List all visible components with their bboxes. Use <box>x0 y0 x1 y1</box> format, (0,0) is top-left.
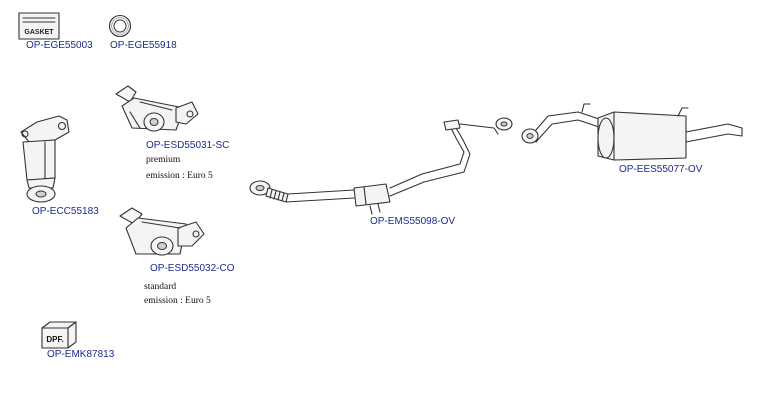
dpf-standard-emission: emission : Euro 5 <box>144 296 211 306</box>
dpf-premium-emission: emission : Euro 5 <box>146 171 213 181</box>
middle-pipe-image[interactable] <box>246 114 518 224</box>
part-code-dpf-premium[interactable]: OP-ESD55031-SC <box>146 140 230 151</box>
part-code-ring-gasket[interactable]: OP-EGE55918 <box>110 40 177 51</box>
part-code-mounting-kit[interactable]: OP-EMK87813 <box>47 349 115 360</box>
rear-silencer-image[interactable] <box>518 102 744 168</box>
part-code-rear-silencer[interactable]: OP-EES55077-OV <box>619 164 703 175</box>
dpf-standard-grade: standard <box>144 282 177 292</box>
part-code-dpf-standard[interactable]: OP-ESD55032-CO <box>150 263 235 274</box>
dpf-standard-image[interactable] <box>116 206 208 264</box>
dpf-premium-image[interactable] <box>110 84 200 142</box>
catalyst-image[interactable] <box>15 112 71 206</box>
part-code-middle-pipe[interactable]: OP-EMS55098-OV <box>370 216 456 227</box>
gasket-box-text: GASKET <box>24 29 54 36</box>
mounting-box-text: DPF. <box>46 335 63 344</box>
gasket-kit-image[interactable]: GASKET <box>18 12 60 40</box>
mounting-kit-image[interactable]: DPF. <box>40 320 78 350</box>
ring-gasket-image[interactable] <box>108 14 132 38</box>
part-code-catalyst[interactable]: OP-ECC55183 <box>32 206 99 217</box>
part-code-gasket-kit[interactable]: OP-EGE55003 <box>26 40 93 51</box>
dpf-premium-grade: premium <box>146 155 181 165</box>
